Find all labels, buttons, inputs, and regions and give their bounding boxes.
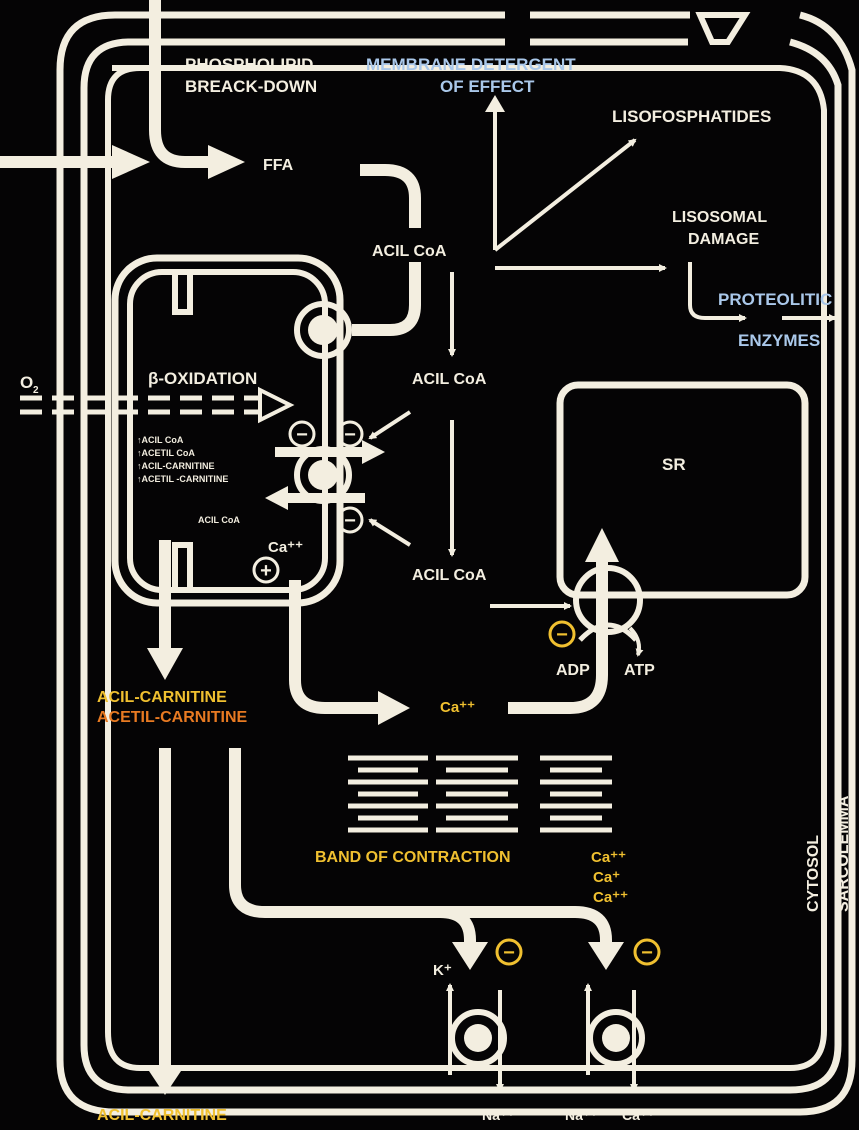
acetil-carnitine-label: ACETIL-CARNITINE: [97, 709, 248, 726]
minus-sign-icon: −: [296, 424, 308, 446]
acil-coa-small-label: ACIL CoA: [198, 515, 240, 525]
minus-sign-icon: −: [556, 624, 568, 646]
lisofosphatides-label: LISOFOSPHATIDES: [612, 107, 771, 126]
lisosomal-label: LISOSOMAL: [672, 209, 767, 226]
atp-label: ATP: [624, 662, 655, 679]
list-acetil-carnitine: ↑ACETIL -CARNITINE: [137, 474, 228, 484]
sarcolemma-label: SARCOLEMMA: [835, 795, 852, 912]
ca-cytosol-label: Ca⁺⁺: [440, 699, 475, 716]
acil-coa-label-1: ACIL CoA: [372, 243, 447, 260]
minus-sign-icon: −: [344, 510, 356, 532]
list-acil-coa: ↑ACIL CoA: [137, 435, 184, 445]
plus-sign-icon: +: [260, 560, 272, 582]
proteolitic-label: PROTEOLITIC: [718, 290, 832, 309]
ffa-label: FFA: [263, 157, 294, 174]
band-of-contraction-stripes: [348, 758, 612, 830]
membrane-detergent-label: MEMBRANE DETERGENT: [366, 55, 576, 74]
ca-band-label-3: Ca⁺⁺: [593, 889, 628, 906]
adp-label: ADP: [556, 662, 590, 679]
k-plus-label: K⁺: [433, 962, 452, 979]
cytosol-label: CYTOSOL: [805, 835, 822, 912]
sr-label: SR: [662, 455, 686, 474]
ca-mito-label: Ca⁺⁺: [268, 539, 303, 556]
membrane-pore-icon: [700, 15, 745, 42]
list-acil-carnitine: ↑ACIL-CARNITINE: [137, 461, 215, 471]
acil-carnitine-bottom-label: ACIL-CARNITINE: [97, 1107, 227, 1124]
breakdown-label: BREACK-DOWN: [185, 77, 317, 96]
acil-coa-label-3: ACIL CoA: [412, 567, 487, 584]
oxygen-subscript: 2: [33, 385, 39, 396]
na-label-2: Na⁺⁺: [565, 1107, 598, 1123]
acil-coa-label-2: ACIL CoA: [412, 371, 487, 388]
band-of-contraction-label: BAND OF CONTRACTION: [315, 849, 511, 866]
k-channel-icon: [452, 1012, 504, 1064]
minus-sign-icon: −: [344, 424, 356, 446]
flow-arrows: [0, 0, 606, 1070]
damage-label: DAMAGE: [688, 231, 759, 248]
minus-sign-icon: −: [641, 942, 653, 964]
arrow-heads: [112, 95, 624, 1095]
enzymes-label: ENZYMES: [738, 331, 820, 350]
ca-band-label-2: Ca⁺: [593, 869, 620, 886]
list-acetil-coa: ↑ACETIL CoA: [137, 448, 195, 458]
acil-carnitine-label: ACIL-CARNITINE: [97, 689, 227, 706]
ca-bottom-label: Ca⁺⁺: [622, 1107, 655, 1123]
beta-oxidation-label: β-OXIDATION: [148, 369, 257, 388]
minus-sign-icon: −: [503, 942, 515, 964]
of-effect-label: OF EFFECT: [440, 77, 535, 96]
ca-band-label-1: Ca⁺⁺: [591, 849, 626, 866]
phospholipid-label: PHOSPHOLIPID: [185, 55, 313, 74]
oxygen-label: O: [20, 373, 33, 392]
na-label-1: Na⁺⁺: [482, 1107, 515, 1123]
